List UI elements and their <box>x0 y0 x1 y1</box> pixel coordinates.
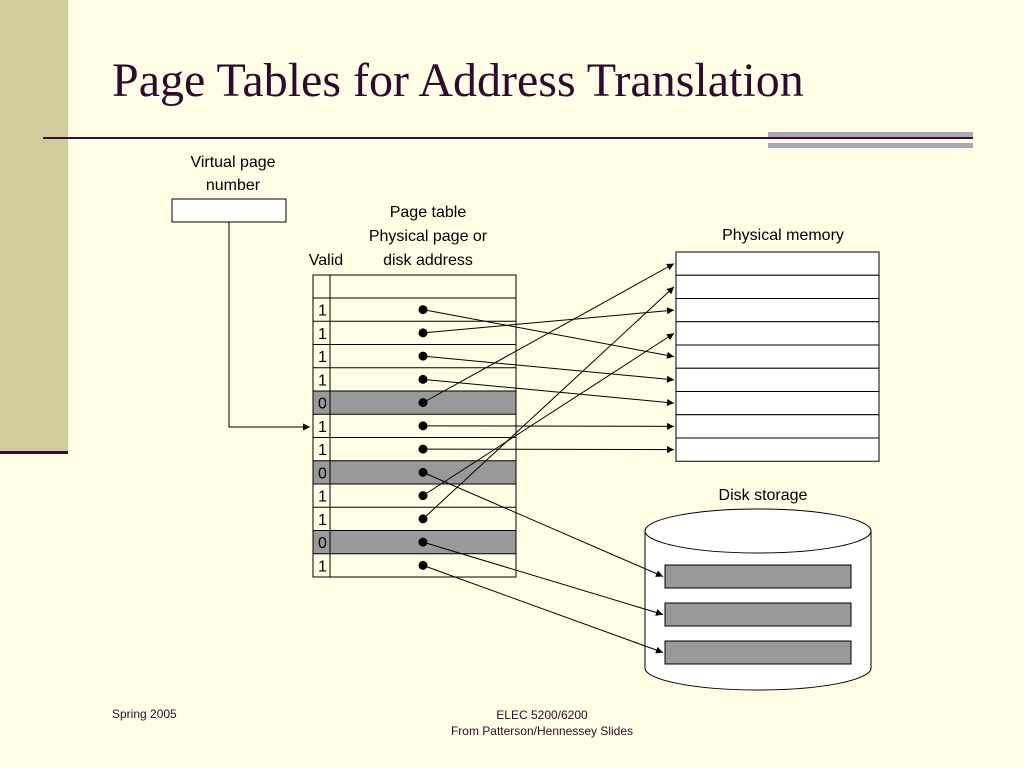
title-divider-accent <box>768 132 973 148</box>
left-accent-underline <box>0 451 68 454</box>
valid-header: Valid <box>309 252 343 269</box>
valid-bit: 0 <box>318 465 327 482</box>
vpn-box <box>171 198 287 223</box>
arrow-to-disk <box>422 564 664 654</box>
page-table-rows <box>313 297 516 555</box>
arrow-to-memory <box>422 332 675 497</box>
arrow-to-memory <box>422 355 675 383</box>
valid-bit: 1 <box>318 326 327 343</box>
invalid-row <box>313 530 516 554</box>
valid-bit: 1 <box>318 349 327 366</box>
vpn-label-line1: Virtual page <box>190 154 275 171</box>
valid-bit: 1 <box>318 512 327 529</box>
disk-block <box>664 564 852 589</box>
page-table-title: Page table <box>390 204 467 221</box>
invalid-row <box>313 460 516 484</box>
left-accent-bar <box>0 0 68 452</box>
memory-frame <box>675 274 880 299</box>
valid-bit: 1 <box>318 372 327 389</box>
valid-bit: 1 <box>318 442 327 459</box>
memory-frame <box>675 298 880 323</box>
valid-bits: 1 1 1 1 0 1 1 0 1 1 0 1 <box>318 303 327 576</box>
vpn-label-line2: number <box>206 177 261 194</box>
disk-block <box>664 602 852 627</box>
slide-title: Page Tables for Address Translation <box>112 54 804 107</box>
arrow-to-disk <box>422 471 664 577</box>
page-table-header-line1: Physical page or <box>369 228 488 245</box>
arrow-to-memory <box>422 286 675 520</box>
memory-frame <box>675 321 880 346</box>
arrow-to-memory <box>422 446 675 454</box>
memory-frame <box>675 251 880 276</box>
footer-course: ELEC 5200/6200 <box>496 708 588 722</box>
memory-frame <box>675 344 880 369</box>
valid-bit: 0 <box>318 396 327 413</box>
disk-block <box>664 640 852 665</box>
memory-frame <box>675 367 880 392</box>
title-divider <box>43 137 973 139</box>
arrow-to-memory <box>422 263 675 404</box>
physical-memory <box>675 251 880 462</box>
footer-date: Spring 2005 <box>112 707 177 721</box>
disk-blocks <box>664 564 852 665</box>
arrow-to-memory <box>422 422 675 430</box>
page-table-header-line2: disk address <box>383 252 473 269</box>
valid-bit: 0 <box>318 535 327 552</box>
vpn-index-arrow <box>228 222 310 431</box>
disk-storage-label: Disk storage <box>719 487 808 504</box>
arrow-to-disk <box>422 541 664 616</box>
physical-memory-label: Physical memory <box>722 227 844 244</box>
memory-frame <box>675 414 880 439</box>
invalid-row <box>313 391 516 415</box>
memory-frame <box>675 437 880 462</box>
valid-bit: 1 <box>318 489 327 506</box>
valid-bit: 1 <box>318 558 327 575</box>
mapping-arrows <box>422 263 675 654</box>
valid-bit: 1 <box>318 303 327 320</box>
valid-bit: 1 <box>318 419 327 436</box>
footer-credit: ELEC 5200/6200 From Patterson/Hennessey … <box>392 707 692 739</box>
arrow-to-memory <box>422 307 675 334</box>
arrow-to-memory <box>422 378 675 406</box>
footer-source: From Patterson/Hennessey Slides <box>450 724 634 738</box>
memory-frame <box>675 391 880 416</box>
